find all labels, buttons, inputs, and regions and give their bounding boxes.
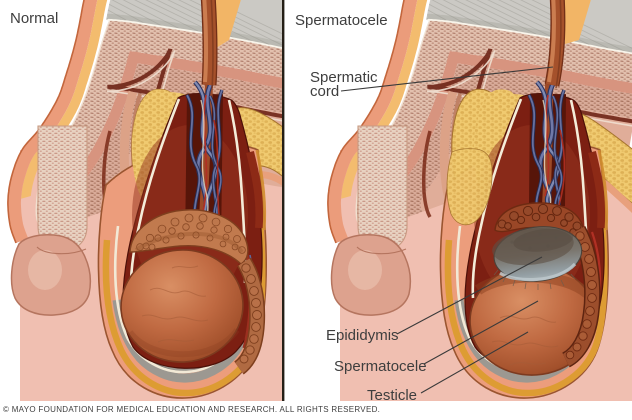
svg-text:cord: cord	[310, 83, 339, 100]
svg-text:Spermatocele: Spermatocele	[295, 12, 388, 29]
svg-text:Normal: Normal	[10, 10, 58, 27]
svg-text:Spermatic: Spermatic	[310, 69, 378, 86]
svg-text:Epididymis: Epididymis	[326, 327, 399, 344]
svg-text:© MAYO FOUNDATION FOR MEDICAL: © MAYO FOUNDATION FOR MEDICAL EDUCATION …	[3, 405, 380, 414]
svg-text:Spermatocele: Spermatocele	[334, 358, 427, 375]
svg-text:Testicle: Testicle	[367, 387, 417, 404]
